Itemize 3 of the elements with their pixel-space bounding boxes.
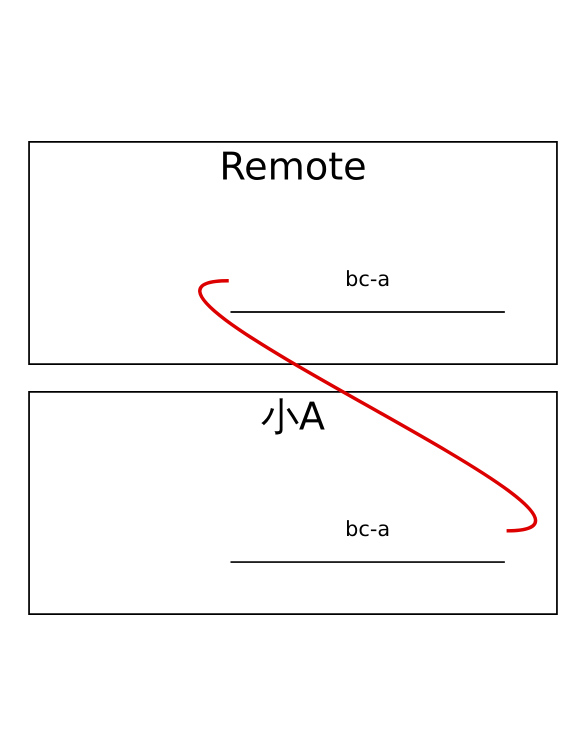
connector [200,279,534,533]
node-text: bc-a [345,517,390,542]
node-text: bc-a [345,267,390,292]
